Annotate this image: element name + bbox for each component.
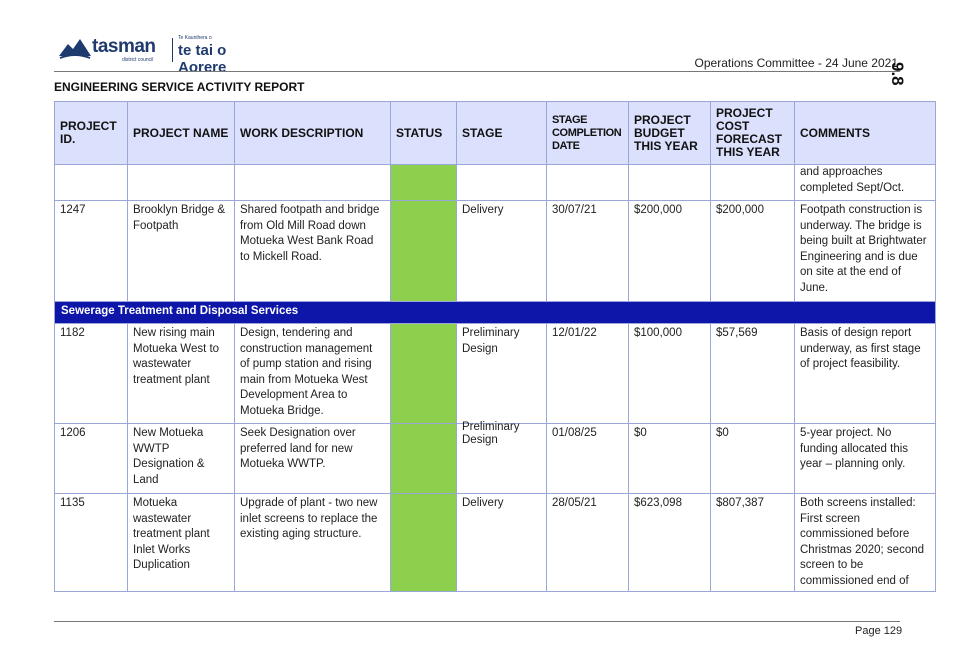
comments: Footpath construction is underway. The b…	[794, 200, 936, 302]
budget: $100,000	[628, 323, 711, 424]
meeting-title: Operations Committee - 24 June 2021	[694, 56, 898, 70]
status-indicator	[390, 493, 457, 592]
project-name: Brooklyn Bridge & Footpath	[127, 200, 235, 302]
comments: 5-year project. No funding allocated thi…	[794, 423, 936, 494]
table-row: 1206 New Motueka WWTP Designation & Land…	[54, 421, 936, 494]
status-indicator	[390, 164, 457, 201]
work-description: Upgrade of plant - two new inlet screens…	[234, 493, 391, 592]
comments: Both screens installed: First screen com…	[794, 493, 936, 592]
completion-date: 30/07/21	[546, 200, 629, 302]
column-header: WORK DESCRIPTION	[234, 101, 391, 165]
project-id: 1247	[54, 200, 128, 302]
column-header: PROJECT ID.	[54, 101, 128, 165]
page-number: Page 129	[855, 625, 903, 637]
table-cell	[127, 164, 235, 201]
budget: $200,000	[628, 200, 711, 302]
council-logo: tasman district council Te Kaunihera o t…	[58, 32, 278, 76]
logo-maori-small: Te Kaunihera o	[178, 35, 212, 41]
stage: Preliminary Design	[456, 323, 547, 424]
forecast: $0	[710, 423, 795, 494]
work-description: Design, tendering and construction manag…	[234, 323, 391, 424]
forecast: $807,387	[710, 493, 795, 592]
stage: Preliminary Design	[456, 421, 547, 494]
budget: $0	[628, 423, 711, 494]
table-row: and approaches completed Sept/Oct.	[54, 164, 936, 201]
completion-date: 28/05/21	[546, 493, 629, 592]
column-header: STAGE	[456, 101, 547, 165]
table-row: 1182 New rising main Motueka West to was…	[54, 323, 936, 424]
report-title: ENGINEERING SERVICE ACTIVITY REPORT	[54, 80, 305, 94]
logo-divider	[172, 38, 173, 62]
project-name: Motueka wastewater treatment plant Inlet…	[127, 493, 235, 592]
table-cell	[54, 164, 128, 201]
completion-date: 01/08/25	[546, 423, 629, 494]
project-name: New Motueka WWTP Designation & Land	[127, 423, 235, 494]
project-id: 1182	[54, 323, 128, 424]
column-header: PROJECT COST FORECAST THIS YEAR	[710, 101, 795, 165]
budget: $623,098	[628, 493, 711, 592]
logo-brand-sub: district council	[122, 57, 154, 63]
column-header: PROJECT BUDGET THIS YEAR	[628, 101, 711, 165]
section-row: Sewerage Treatment and Disposal Services	[54, 301, 936, 324]
work-description: Shared footpath and bridge from Old Mill…	[234, 200, 391, 302]
comments-cell: and approaches completed Sept/Oct.	[794, 164, 936, 201]
comments: Basis of design report underway, as firs…	[794, 323, 936, 424]
table-cell	[546, 164, 629, 201]
agenda-item-tag: 9.8	[888, 62, 907, 86]
activity-report-table: PROJECT ID. PROJECT NAME WORK DESCRIPTIO…	[54, 101, 936, 592]
column-header: STAGE COMPLETION DATE	[546, 101, 629, 165]
footer-rule	[54, 621, 900, 622]
work-description: Seek Designation over preferred land for…	[234, 423, 391, 494]
status-indicator	[390, 323, 457, 424]
table-cell	[456, 164, 547, 201]
column-header: STATUS	[390, 101, 457, 165]
project-id: 1206	[54, 423, 128, 494]
table-cell	[234, 164, 391, 201]
project-id: 1135	[54, 493, 128, 592]
stage: Delivery	[456, 493, 547, 592]
stage: Delivery	[456, 200, 547, 302]
table-header-row: PROJECT ID. PROJECT NAME WORK DESCRIPTIO…	[54, 101, 936, 165]
table-cell	[710, 164, 795, 201]
forecast: $200,000	[710, 200, 795, 302]
completion-date: 12/01/22	[546, 323, 629, 424]
project-name: New rising main Motueka West to wastewat…	[127, 323, 235, 424]
table-row: 1247 Brooklyn Bridge & Footpath Shared f…	[54, 200, 936, 302]
status-indicator	[390, 423, 457, 494]
column-header: PROJECT NAME	[127, 101, 235, 165]
forecast: $57,569	[710, 323, 795, 424]
mountain-logo-icon	[59, 39, 91, 59]
stage-text: Preliminary Design	[462, 421, 520, 446]
status-indicator	[390, 200, 457, 302]
logo-brand: tasman	[92, 36, 156, 57]
table-row: 1135 Motueka wastewater treatment plant …	[54, 493, 936, 592]
section-title: Sewerage Treatment and Disposal Services	[54, 301, 936, 324]
table-cell	[628, 164, 711, 201]
header-rule	[54, 71, 900, 72]
column-header: COMMENTS	[794, 101, 936, 165]
